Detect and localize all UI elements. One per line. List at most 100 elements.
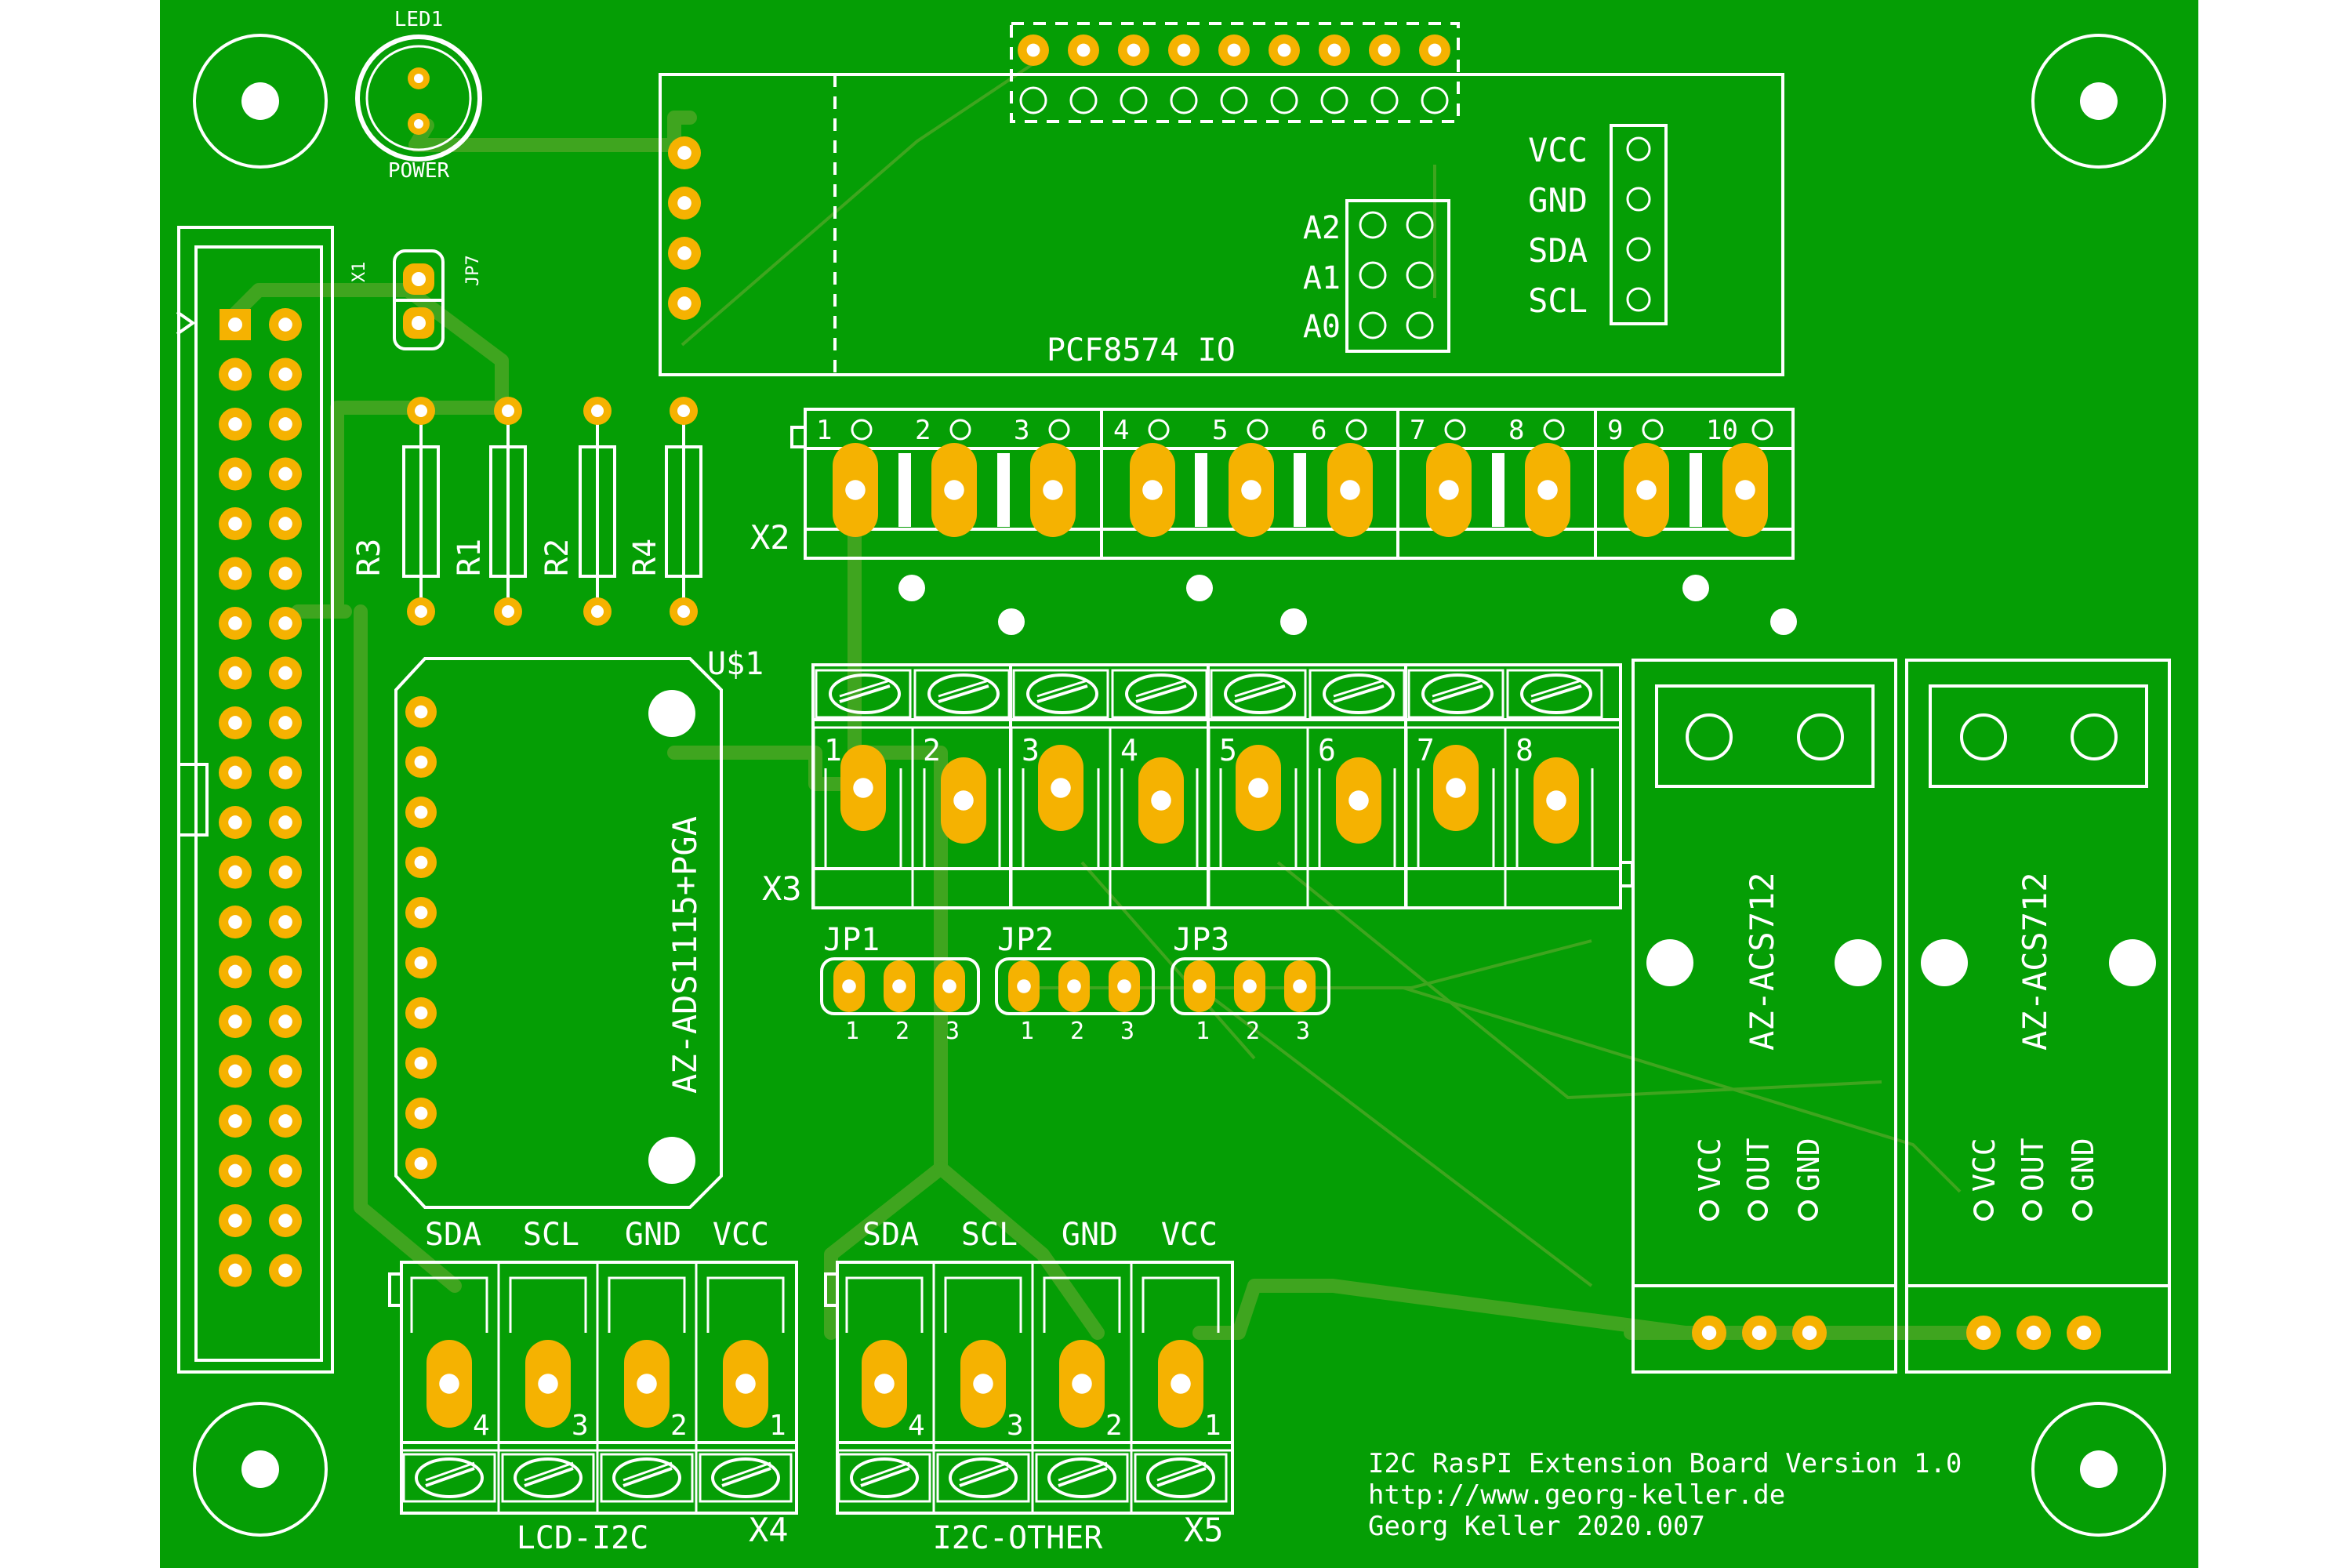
x3-pad-1 — [840, 745, 886, 831]
jp-pin-number: 2 — [1070, 1018, 1084, 1045]
x3-cell — [1504, 669, 1603, 908]
x2-pin-number: 1 — [816, 415, 832, 446]
x1-pad — [269, 1005, 302, 1038]
pcf-sda-label: SDA — [1528, 231, 1588, 270]
x1-pad — [219, 1105, 252, 1138]
terminal-cell — [932, 1262, 1030, 1513]
u1-label: U$1 — [707, 646, 764, 682]
pcf-left-pad — [668, 136, 701, 169]
x1-pad — [219, 706, 252, 739]
jp-pin-number: 1 — [845, 1018, 859, 1045]
jp-pad — [1058, 960, 1090, 1012]
acs-pad — [2016, 1316, 2051, 1350]
jp-pin-number: 3 — [1120, 1018, 1134, 1045]
x1-pad — [269, 557, 302, 590]
spare-hole — [898, 575, 925, 601]
acs-pad — [2067, 1316, 2101, 1350]
jp-pad — [1284, 960, 1316, 1012]
r3-label: R3 — [351, 539, 387, 576]
acs-a-out-label: OUT — [1741, 1138, 1776, 1192]
x2-pad-5 — [1229, 443, 1274, 537]
spare-hole — [1280, 608, 1307, 635]
x2-pad-1 — [833, 443, 878, 537]
ads-module-label: AZ-ADS1115+PGA — [666, 816, 704, 1094]
addr-hole — [1359, 211, 1387, 239]
ads-pins — [405, 696, 437, 1179]
ads-pad — [405, 897, 437, 928]
x1-pad — [219, 557, 252, 590]
a0-label: A0 — [1303, 309, 1341, 345]
x1-pad — [269, 656, 302, 690]
x1-pad — [269, 706, 302, 739]
x1-pad — [269, 1054, 302, 1088]
acs-b-pads — [1966, 1316, 2101, 1350]
x3-pad-8 — [1534, 757, 1579, 844]
x1-pad — [269, 1254, 302, 1287]
addr-hole — [1359, 311, 1387, 339]
x3-pin-number: 2 — [923, 733, 941, 768]
x4-gnd-label: GND — [625, 1217, 681, 1253]
x3-pin-number: 8 — [1515, 733, 1534, 768]
jp-pin-number: 3 — [946, 1018, 960, 1045]
i2c-other-label: I2C-OTHER — [933, 1520, 1104, 1556]
x1-pad — [219, 507, 252, 540]
lcd-i2c-label: LCD-I2C — [517, 1520, 649, 1556]
a1-label: A1 — [1303, 260, 1341, 296]
r4-label: R4 — [627, 539, 663, 576]
x2-pad-9 — [1624, 443, 1669, 537]
resistor-r4: R4 — [627, 397, 702, 626]
resistor-r3: R3 — [351, 397, 440, 626]
pcf-top-pins — [1018, 34, 1450, 114]
pcf-i2c-hole — [1626, 237, 1651, 262]
x1-pad — [219, 955, 252, 989]
terminal-pin-number: 2 — [670, 1410, 688, 1442]
pcf-top-pad — [1218, 34, 1250, 66]
x1-pad — [219, 358, 252, 391]
x2-pin-number: 4 — [1113, 415, 1129, 446]
terminal-pad — [1158, 1340, 1203, 1428]
jp-pad — [1109, 960, 1140, 1012]
x3-pin-number: 3 — [1022, 733, 1040, 768]
x5-vcc-label: VCC — [1161, 1217, 1218, 1253]
jp-pad — [934, 960, 965, 1012]
terminal-pad — [426, 1340, 472, 1428]
acs-b-vcc-label: VCC — [1967, 1138, 2002, 1192]
terminal-pad — [723, 1340, 768, 1428]
x1-pad — [219, 1054, 252, 1088]
ads-pad — [405, 1047, 437, 1079]
x1-pad — [219, 457, 252, 491]
pcf-hole — [1320, 86, 1348, 114]
x2-pad-3 — [1030, 443, 1076, 537]
jp-pin-number: 2 — [1246, 1018, 1260, 1045]
acs-pad — [1792, 1316, 1827, 1350]
x2-label: X2 — [750, 518, 790, 557]
pcf-hole — [1120, 86, 1148, 114]
ads-pad — [405, 997, 437, 1029]
acs-pad — [1742, 1316, 1777, 1350]
x3-pad-6 — [1336, 757, 1381, 844]
spare-hole — [1682, 575, 1709, 601]
x1-pad — [269, 408, 302, 441]
pcf-hole — [1421, 86, 1449, 114]
x3-cell — [812, 669, 912, 908]
acs-b-out-label: OUT — [2016, 1138, 2050, 1192]
terminal-pad — [862, 1340, 907, 1428]
acs-a-pads — [1692, 1316, 1827, 1350]
pcf-left-pad — [668, 287, 701, 320]
x1-pad — [219, 607, 252, 640]
jp-pad — [833, 960, 865, 1012]
x1-pad — [219, 656, 252, 690]
ads-pad — [405, 1148, 437, 1179]
x1-pad — [219, 855, 252, 889]
x4-scl-label: SCL — [523, 1217, 579, 1253]
pcf-vcc-label: VCC — [1528, 131, 1588, 169]
x3-pin-number: 4 — [1120, 733, 1138, 768]
address-jumper-pins — [1359, 211, 1434, 339]
jp-pad — [1008, 960, 1040, 1012]
